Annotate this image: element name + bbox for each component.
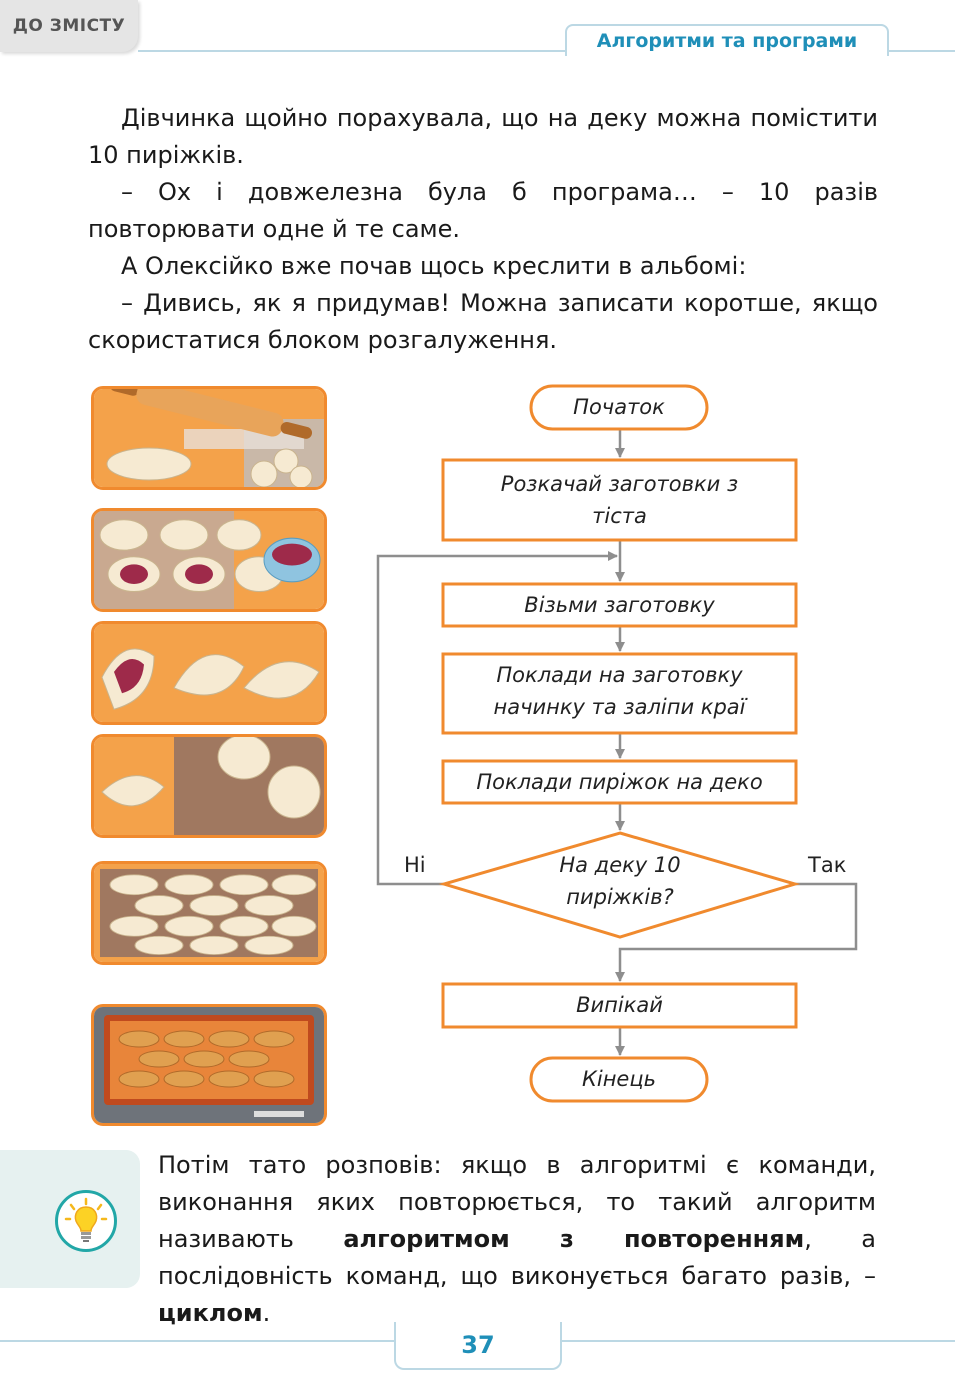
intro-text: Дівчинка щойно порахувала, що на деку мо… [88,100,878,359]
paragraph-3: А Олексійко вже почав щось креслити в ал… [121,252,747,280]
page-number: 37 [394,1322,562,1370]
node-roll-dough: Розкачай заготовки з тіста [500,472,739,528]
node-fill-seal: Поклади на заготовку начинку та заліпи к… [493,663,746,719]
label-no: Ні [404,853,426,877]
paragraph-4: – Дивись, як я придумав! Можна записати … [88,289,878,354]
section-title: Алгоритми та програми [565,24,889,56]
illustration-rolling-dough [91,386,327,490]
illustration-sealing [91,621,327,725]
illustration-full-tray [91,861,327,965]
term-repetition-algorithm: алгоритмом з повторенням [343,1225,805,1253]
illustration-tray [91,734,327,838]
toc-button[interactable]: ДО ЗМІСТУ [0,0,138,52]
header-divider [138,50,955,52]
info-part-2: , а послідовність команд, що виконується… [158,1225,876,1290]
node-bake: Випікай [576,993,663,1017]
illustration-filling [91,508,327,612]
node-place-tray: Поклади пиріжок на деко [476,770,763,794]
node-end: Кінець [581,1067,657,1091]
label-yes: Так [808,853,847,877]
node-take-blank: Візьми заготовку [524,593,715,617]
illustration-oven [91,1004,327,1126]
term-cycle: циклом [158,1299,263,1327]
info-text: Потім тато розповів: якщо в алгоритмі є … [158,1147,876,1332]
paragraph-2: – Ох і довжелезна була б програма… – 10 … [88,178,878,243]
node-start: Початок [573,395,665,419]
paragraph-1: Дівчинка щойно порахувала, що на деку мо… [88,104,878,169]
lightbulb-icon [55,1190,117,1252]
info-part-3: . [262,1299,271,1327]
info-part-1: Потім тато розповів: якщо в алгоритмі є … [158,1151,876,1253]
node-condition: На деку 10 пиріжків? [559,853,681,909]
